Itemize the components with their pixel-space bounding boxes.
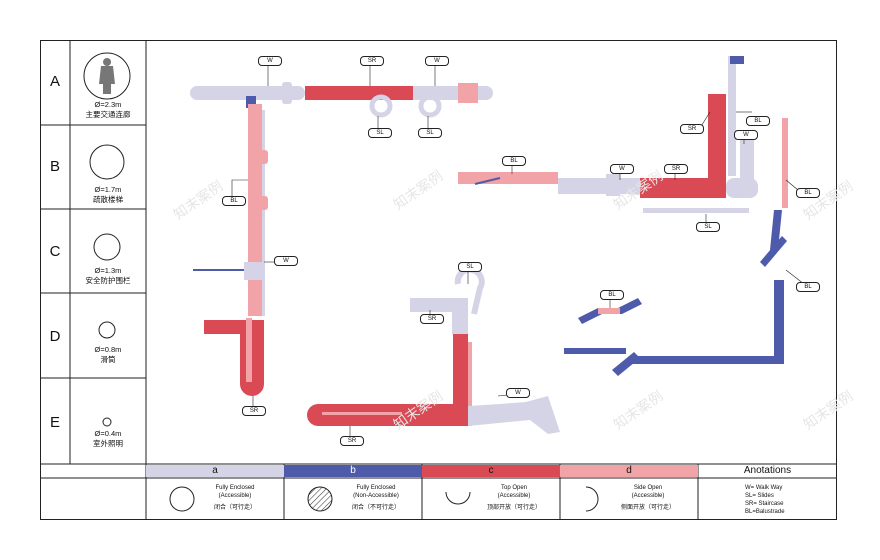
- legend-d-desc: Side Open(Accessible)侧面开放（可行走）: [620, 485, 675, 511]
- circle-icon-d: [98, 321, 116, 339]
- slide-loop-left: [369, 94, 393, 118]
- annotation-list: W= Walk Way SL= Slides SR= Staircase BL=…: [745, 485, 785, 515]
- diagram-frame: [40, 40, 837, 520]
- pipe-d-left-vertical: [248, 104, 262, 316]
- callout-tag-bl: BL: [222, 196, 246, 206]
- annotations-title: Anotations: [743, 465, 792, 476]
- legend-swatch-b: [284, 465, 422, 477]
- callout-tag-bl: BL: [796, 282, 820, 292]
- callout-tag-bl: BL: [796, 188, 820, 198]
- row-letter-a: A: [49, 73, 60, 90]
- slide-loop-right: [418, 94, 442, 118]
- row-letter-c: C: [49, 243, 61, 260]
- circle-icon-b: [89, 144, 125, 180]
- callout-tag-bl: BL: [502, 156, 526, 166]
- callout-tag-bl: BL: [600, 290, 624, 300]
- callout-tag-w: W: [258, 56, 282, 66]
- pipe-c-right: [640, 178, 726, 198]
- callout-tag-sr: SR: [420, 314, 444, 324]
- callout-tag-sl: SL: [458, 262, 482, 272]
- row-letter-e: E: [49, 414, 60, 431]
- callout-tag-w: W: [274, 256, 298, 266]
- pipe-c-center-vertical: [453, 334, 468, 426]
- full-circle-symbol-icon: [169, 486, 195, 512]
- callout-tag-sr: SR: [664, 164, 688, 174]
- side-open-symbol-icon: [585, 486, 599, 512]
- legend-a-label: a: [212, 465, 218, 476]
- person-in-circle-icon: [83, 52, 131, 100]
- callout-tag-sl: SL: [696, 222, 720, 232]
- hatched-circle-symbol-icon: [307, 486, 333, 512]
- pipe-c-staircase-left: [204, 320, 264, 396]
- pipe-a-top-left: [190, 86, 305, 100]
- legend-b-desc: Fully Enclosed(Non-Accessible)闭合（不可行走）: [351, 485, 400, 511]
- pipe-d-top-end: [458, 83, 478, 103]
- pipe-b-right: [774, 280, 784, 364]
- callout-tag-w: W: [734, 130, 758, 140]
- callout-tag-sr: SR: [680, 124, 704, 134]
- callout-tag-sr: SR: [360, 56, 384, 66]
- pipe-a-bottom-walkway: [468, 396, 560, 434]
- pipe-d-middle: [458, 172, 558, 184]
- legend-c-label: c: [488, 465, 494, 476]
- legend-swatch-d: [560, 465, 698, 477]
- callout-tag-sr: SR: [242, 406, 266, 416]
- row-letter-b: B: [49, 158, 60, 175]
- callout-tag-w: W: [506, 388, 530, 398]
- legend-b-label: b: [350, 465, 356, 476]
- legend-a-desc: Fully Enclosed(Accessible)闭合（可行走）: [213, 485, 256, 511]
- legend-swatch-a: [146, 465, 284, 477]
- callout-tag-sr: SR: [340, 436, 364, 446]
- row-letter-d: D: [49, 328, 61, 345]
- pipe-a-junction: [244, 262, 264, 280]
- legend-c-desc: Top Open(Accessible)顶部开放（可行走）: [486, 485, 541, 511]
- callout-tag-sl: SL: [368, 128, 392, 138]
- circle-icon-e: [102, 417, 112, 427]
- callout-tag-sl: SL: [418, 128, 442, 138]
- callout-tag-bl: BL: [746, 116, 770, 126]
- top-open-symbol-icon: [445, 491, 471, 505]
- legend-d-label: d: [626, 465, 632, 476]
- legend-swatch-c: [422, 465, 560, 477]
- circle-icon-c: [93, 233, 121, 261]
- callout-tag-w: W: [425, 56, 449, 66]
- person-silhouette: [99, 58, 115, 94]
- pipe-c-top: [305, 86, 413, 100]
- callout-tag-w: W: [610, 164, 634, 174]
